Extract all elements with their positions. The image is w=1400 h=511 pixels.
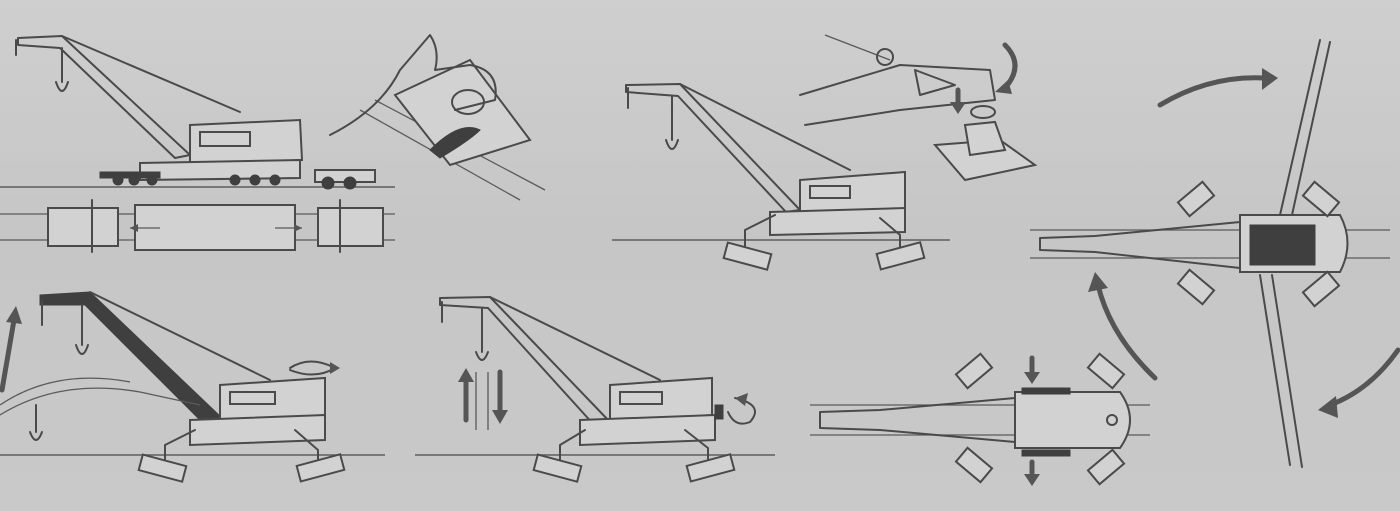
bogie-frame <box>99 171 161 179</box>
crank-rotate-icon <box>714 393 756 425</box>
hook-icon <box>627 87 679 150</box>
rotate-arrow-top-icon <box>1157 68 1278 108</box>
thumb-icon <box>451 89 485 115</box>
crane-base <box>579 413 716 447</box>
detached-bogie <box>314 169 376 190</box>
crane-base <box>769 206 906 237</box>
outrigger-left <box>532 429 586 483</box>
outrigger-arm <box>799 64 996 126</box>
panel-hand-placing <box>329 34 546 201</box>
up-arrow-icon <box>458 368 474 423</box>
down-arrow-icon <box>492 369 508 424</box>
move-arrow-right-icon <box>275 224 302 232</box>
outrigger-left <box>137 429 196 483</box>
boom-cable <box>61 35 241 113</box>
plan-view-chassis <box>0 199 395 253</box>
rotate-arrow-icon <box>995 42 1018 94</box>
pad-block <box>963 120 1007 157</box>
cab-roof <box>1249 224 1316 266</box>
leader-line <box>824 34 891 61</box>
boom-top-view <box>1039 221 1241 269</box>
outrigger-right <box>294 429 346 483</box>
panel-outriggers <box>612 83 950 271</box>
boom-cable <box>89 291 271 381</box>
panel-hook-raise-lower <box>415 296 775 483</box>
hook-icon <box>15 39 69 92</box>
crane-base <box>189 413 326 447</box>
pivot-pin <box>876 48 894 66</box>
boom-rotated-down <box>1259 274 1303 468</box>
raise-arrow-icon <box>0 306 22 393</box>
panel-top-view-rotation <box>1030 39 1400 468</box>
hand-icon <box>329 34 497 136</box>
panel-crane-on-rails <box>0 35 395 253</box>
outrigger-right <box>875 217 926 271</box>
down-arrow-icon <box>950 87 966 114</box>
outrigger-beam-top <box>1021 387 1071 395</box>
hook-travel-indicator <box>475 372 489 430</box>
pad-cap <box>970 105 996 119</box>
panel-pad-detail <box>799 34 1038 182</box>
crane-counterweight <box>809 185 851 199</box>
crane-boom <box>625 83 801 213</box>
hook-icon <box>41 299 89 355</box>
extend-arrow-top-icon <box>1024 355 1040 384</box>
pivot-pin <box>1106 414 1118 426</box>
outrigger-right <box>684 429 736 483</box>
outrigger-pads-top <box>1176 180 1341 308</box>
crane-counterweight <box>619 391 663 405</box>
rotate-arrow-icon <box>289 360 340 376</box>
outrigger-beam-bottom <box>1021 449 1071 457</box>
outrigger-pads-top <box>954 352 1126 486</box>
hook-lowered-icon <box>29 404 43 441</box>
panel-top-view-outriggers <box>810 352 1150 486</box>
arm-bracket <box>914 69 956 96</box>
crane-counterweight <box>229 391 276 405</box>
move-arrow-left-icon <box>130 224 160 232</box>
cab-top-view <box>1014 391 1131 449</box>
boom-cable <box>679 83 851 171</box>
panel-boom-raise <box>0 291 385 483</box>
boom-rotated-up <box>1279 39 1331 216</box>
boom-lowered-outline <box>0 387 201 416</box>
hook-icon <box>441 301 489 361</box>
boom-lowered-outline-b <box>0 377 131 406</box>
crane-counterweight <box>199 131 251 147</box>
extend-arrow-bottom-icon <box>1024 459 1040 486</box>
outrigger-left <box>722 214 776 271</box>
coupler-clip <box>429 127 481 159</box>
boom-cable <box>489 296 661 381</box>
rotate-arrow-bottom-icon <box>1318 347 1400 418</box>
rotate-arrow-left-icon <box>1088 272 1158 381</box>
